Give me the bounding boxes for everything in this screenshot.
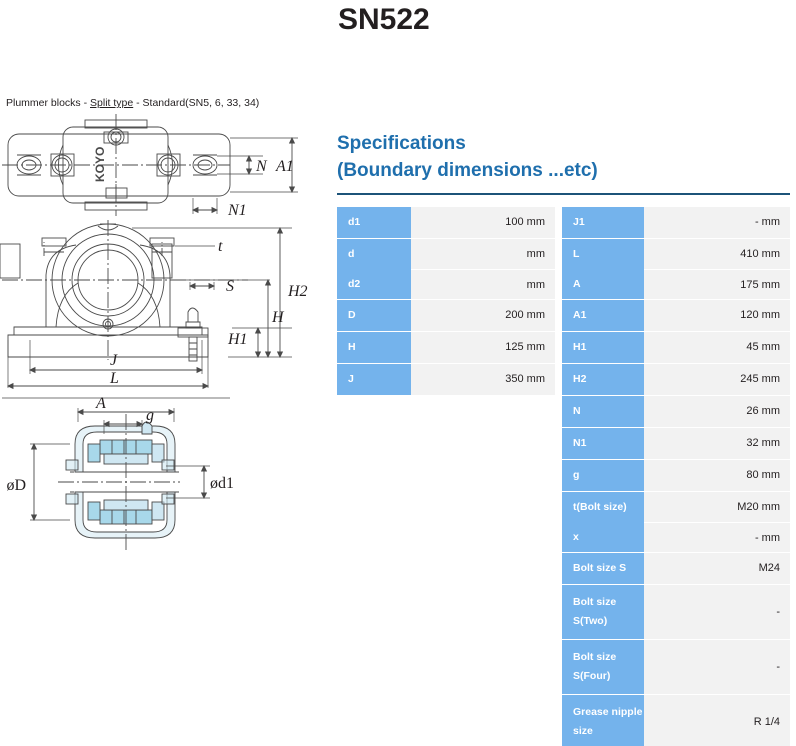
row-label-h2: H2 (562, 364, 644, 395)
spec-heading-line2: (Boundary dimensions ...etc) (337, 160, 598, 181)
front-view-drawing: t S H2 H H1 J L (0, 220, 308, 390)
row-label-bolt-size-s-two: Bolt size S(Two) (562, 585, 644, 639)
row-label-d2: d2 (348, 278, 361, 290)
caption-text-post: - Standard(SN5, 6, 33, 34) (133, 97, 260, 109)
row-label-j: J (337, 364, 411, 395)
row-label-g: g (562, 460, 644, 491)
specifications-heading: Specifications (Boundary dimensions ...e… (337, 130, 789, 184)
row-label-n: N (562, 396, 644, 427)
row-value-h: 125 mm (411, 332, 555, 363)
dim-label-H: H (271, 309, 285, 326)
heading-divider (337, 193, 790, 195)
row-value-j: 350 mm (411, 364, 555, 395)
caption-link-split-type[interactable]: Split type (90, 97, 134, 109)
table-row: J1- mm (562, 207, 790, 239)
caption-text-pre: Plummer blocks - (6, 97, 91, 109)
drawing-caption: Plummer blocks - Split type - Standard(S… (0, 96, 320, 110)
row-label-x: x (573, 531, 579, 543)
row-value-l: 410 mm (644, 239, 790, 269)
row-label-a1: A1 (562, 300, 644, 331)
dim-label-J: J (110, 352, 118, 369)
row-value-bolt-size-s: M24 (644, 553, 790, 584)
row-label-grease-nipple-size: Grease nipple size (562, 695, 644, 746)
row-label-group: t(Bolt size) x (562, 492, 644, 552)
row-value-g: 80 mm (644, 460, 790, 491)
row-label-group: d d2 (337, 239, 411, 299)
row-value-a1: 120 mm (644, 300, 790, 331)
dim-label-A: A (95, 395, 106, 412)
row-value-d2: mm (411, 269, 555, 299)
dim-label-g: g (146, 407, 154, 424)
row-label-d: d (348, 248, 355, 260)
row-value-n: 26 mm (644, 396, 790, 427)
row-label-d: D (337, 300, 411, 331)
row-label-l: L (573, 248, 580, 260)
table-row: t(Bolt size) x M20 mm- mm (562, 492, 790, 553)
row-label-a: A (573, 278, 581, 290)
technical-drawing-column: Plummer blocks - Split type - Standard(S… (0, 96, 320, 552)
table-row: Bolt size S(Four)- (562, 640, 790, 695)
row-value-x: - mm (644, 522, 790, 552)
row-value-d: mm (411, 239, 555, 269)
dim-label-od1: ød1 (210, 475, 234, 492)
row-label-bolt-size-s: Bolt size S (562, 553, 644, 584)
row-value-h1: 45 mm (644, 332, 790, 363)
row-value-h2: 245 mm (644, 364, 790, 395)
row-value-bolt-size-s-two: - (644, 585, 790, 639)
top-view-drawing: KOYO N A1 N1 (2, 114, 298, 219)
dim-label-L: L (109, 370, 119, 387)
koyo-brand-mark: KOYO (93, 147, 107, 182)
row-label-h1: H1 (562, 332, 644, 363)
page-title: SN522 (338, 3, 430, 36)
row-value-d: 200 mm (411, 300, 555, 331)
dim-label-oD: øD (6, 477, 26, 494)
row-label-t-bolt-size: t(Bolt size) (573, 501, 627, 513)
table-row: Bolt size S(Two)- (562, 585, 790, 640)
row-value-j1: - mm (644, 207, 790, 238)
dim-label-t: t (218, 238, 223, 255)
row-value-a: 175 mm (644, 269, 790, 299)
row-label-j1: J1 (562, 207, 644, 238)
row-label-h: H (337, 332, 411, 363)
dim-label-H1: H1 (227, 331, 248, 348)
dim-label-A1: A1 (275, 158, 294, 175)
dim-label-S: S (226, 278, 234, 295)
dim-label-H2: H2 (287, 283, 308, 300)
dim-label-N1: N1 (227, 202, 247, 219)
spec-heading-line1: Specifications (337, 133, 466, 154)
row-label-d1: d1 (337, 207, 411, 238)
dim-label-N: N (255, 158, 268, 175)
row-value-d1: 100 mm (411, 207, 555, 238)
row-label-n1: N1 (562, 428, 644, 459)
row-value-bolt-size-s-four: - (644, 640, 790, 694)
row-value-group: M20 mm- mm (644, 492, 790, 552)
section-view-drawing: øD ød1 A g (2, 395, 234, 550)
row-label-bolt-size-s-four: Bolt size S(Four) (562, 640, 644, 694)
row-value-grease-nipple-size: R 1/4 (644, 695, 790, 746)
row-value-t-bolt-size: M20 mm (644, 492, 790, 522)
row-value-n1: 32 mm (644, 428, 790, 459)
